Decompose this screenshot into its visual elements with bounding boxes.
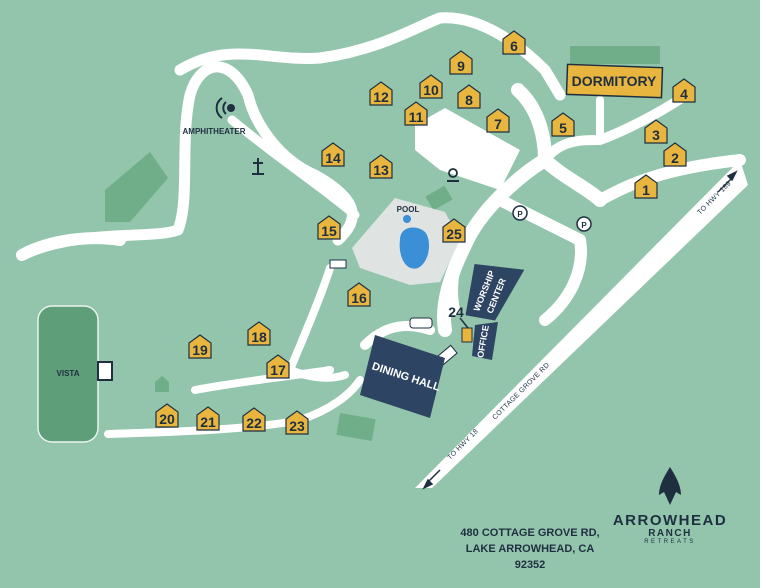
campfire-icon [447,168,459,182]
cabin-8: 8 [457,84,481,109]
green-area-south [336,413,376,441]
svg-text:P: P [517,210,523,219]
cabin-3: 3 [644,119,668,144]
cabin-9: 9 [449,50,473,75]
cabin-label-14: 14 [325,150,341,166]
road-network [16,12,746,438]
cabin-label-1: 1 [642,182,650,198]
hot-tub [403,215,411,223]
pool [399,227,430,269]
cabin-19: 19 [188,334,212,359]
cabin-label-15: 15 [321,223,337,239]
cross-icon [252,158,264,175]
address-block: 480 COTTAGE GROVE RD, LAKE ARROWHEAD, CA… [455,525,605,573]
cabin-label-18: 18 [251,329,267,345]
office-number-label: 24 [448,304,464,320]
cabin-label-4: 4 [680,86,688,102]
cabin-6: 6 [502,30,526,55]
worship-center-building: WORSHIP CENTER [465,264,525,321]
logo-sub2: RETREATS [644,539,696,545]
arrow-down-left-icon [422,469,441,490]
amphitheater-label: AMPHITHEATER [183,127,246,136]
cabin-label-6: 6 [510,38,518,54]
svg-text:P: P [581,221,587,230]
arrow-up-right-icon [717,170,738,193]
cabin-25: 25 [442,218,466,243]
parking-marker-1: P [512,205,528,221]
cabin-label-17: 17 [270,362,286,378]
vista-label: VISTA [57,369,80,378]
office-24-marker [461,327,473,343]
cabin-label-13: 13 [373,162,389,178]
cabin-23: 23 [285,410,309,435]
cabin-7: 7 [486,108,510,133]
cabin-label-12: 12 [373,89,389,105]
cabin-label-23: 23 [289,418,305,434]
parking-marker-2: P [576,216,592,232]
stair-west [329,259,347,269]
green-area-pool [425,185,453,211]
highway [415,160,748,488]
green-area-dorm [570,46,660,64]
cabin-label-8: 8 [465,92,473,108]
office-24-pointer [459,317,469,329]
small-shed [155,376,169,392]
cabin-15: 15 [317,215,341,240]
cabin-label-11: 11 [409,109,424,125]
cabin-label-20: 20 [159,411,175,427]
cabin-12: 12 [369,81,393,106]
green-area-west [105,152,168,222]
address-line2: LAKE ARROWHEAD, CA 92352 [465,543,595,571]
vista-goal [97,361,113,381]
cabin-17: 17 [266,354,290,379]
pool-label: POOL [397,205,420,214]
cabin-label-16: 16 [351,290,367,306]
arrowhead-logo: ARROWHEAD RANCH RETREATS [610,465,730,545]
shelter [409,317,433,329]
cabin-14: 14 [321,142,345,167]
cabin-11: 11 [404,101,428,126]
cabin-20: 20 [155,403,179,428]
cabin-label-22: 22 [246,415,262,431]
address-line1: 480 COTTAGE GROVE RD, [460,527,600,539]
cabin-13: 13 [369,154,393,179]
dormitory-label: DORMITORY [572,73,657,89]
cabin-18: 18 [247,321,271,346]
cabin-label-2: 2 [671,150,679,166]
cabin-label-7: 7 [494,116,502,132]
plaza-north [415,108,520,190]
dining-hall-building: DINING HALL [360,335,445,418]
cabin-16: 16 [347,282,371,307]
cabin-10: 10 [419,74,443,99]
cabin-label-3: 3 [652,127,660,143]
cabin-1: 1 [634,174,658,199]
cabin-label-9: 9 [457,58,465,74]
logo-name: ARROWHEAD [612,512,728,529]
cabin-4: 4 [672,78,696,103]
office-building: OFFICE 24 [448,304,498,360]
cabin-label-21: 21 [200,414,216,430]
arrowhead-logo-icon [659,467,681,505]
cabin-label-25: 25 [446,226,462,242]
amphitheater-icon [215,97,235,119]
logo-sub: RANCH [648,528,692,539]
cabin-21: 21 [196,406,220,431]
cabin-2: 2 [663,142,687,167]
cabin-label-10: 10 [423,82,439,98]
cabin-5: 5 [551,112,575,137]
cabin-label-5: 5 [559,120,567,136]
dormitory-building: DORMITORY [565,63,664,99]
cabin-22: 22 [242,407,266,432]
cabin-label-19: 19 [192,342,208,358]
